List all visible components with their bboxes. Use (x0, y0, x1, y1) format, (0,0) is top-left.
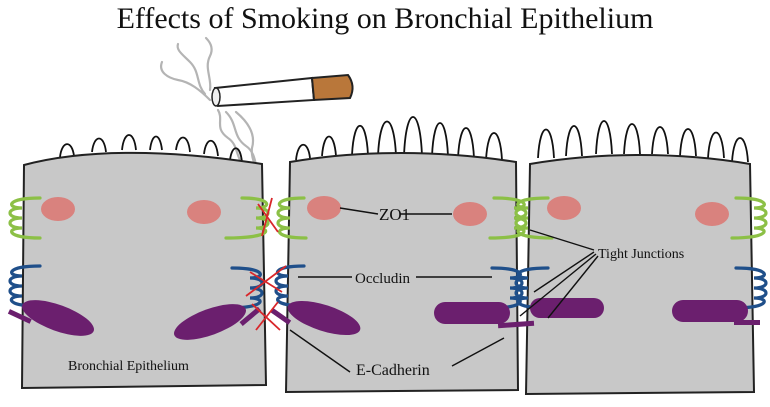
label-occludin: Occludin (355, 271, 410, 287)
label-bronchial-epithelium: Bronchial Epithelium (68, 359, 189, 374)
label-tight-junctions: Tight Junctions (598, 247, 684, 262)
label-zo1: ZO1 (379, 205, 410, 224)
zo1-proteins (41, 196, 729, 226)
label-e-cadherin: E-Cadherin (356, 362, 430, 379)
smoke-icon (160, 36, 264, 190)
e-cadherin-proteins (7, 298, 760, 340)
occludin-coils (8, 264, 768, 310)
disruption-marks (245, 197, 287, 331)
cigarette-icon (211, 73, 354, 108)
diagram-title: Effects of Smoking on Bronchial Epitheli… (116, 2, 654, 35)
cell-left (20, 134, 268, 390)
tight-junction-coils (8, 196, 768, 240)
leader-lines (289, 207, 599, 373)
